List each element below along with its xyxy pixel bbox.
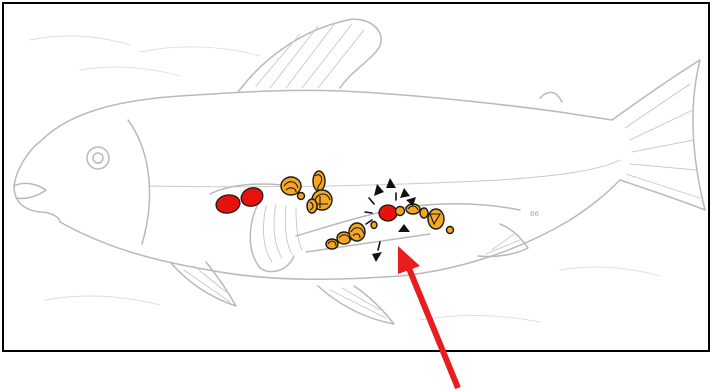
fish-outline-icon — [14, 19, 705, 324]
egg-cluster-icon — [406, 204, 454, 234]
burst-icon — [365, 178, 416, 262]
corner-mark: 86 — [530, 210, 539, 218]
egg-cluster-icon — [281, 171, 332, 213]
frame-border — [3, 3, 709, 351]
